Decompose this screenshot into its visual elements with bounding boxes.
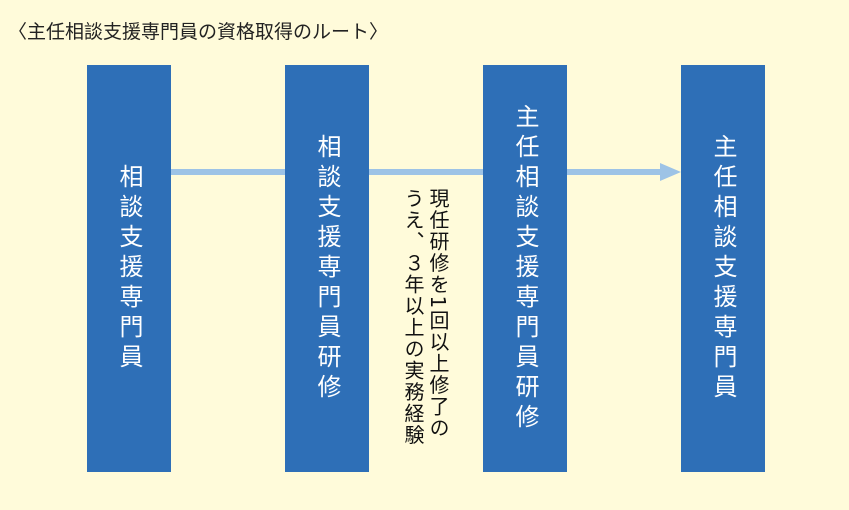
step-label: 主任相談支援専門員 <box>709 133 737 404</box>
step-box-1: 相談支援専門員 <box>87 65 171 472</box>
step-label: 相談支援専門員 <box>115 163 143 374</box>
step-box-3: 主任相談支援専門員研修 <box>483 65 567 472</box>
arrow-head-icon <box>660 163 681 181</box>
step-label: 主任相談支援専門員研修 <box>511 103 539 434</box>
note-line-1: 現任研修を1回以上修了の <box>426 188 450 439</box>
flow-arrow-line <box>170 169 665 175</box>
step-box-2: 相談支援専門員研修 <box>285 65 369 472</box>
diagram-title: 〈主任相談支援専門員の資格取得のルート〉 <box>8 21 389 43</box>
note-line-2: うえ、３年以上の実務経験 <box>401 188 425 446</box>
requirement-note: 現任研修を1回以上修了のうえ、３年以上の実務経験 <box>400 188 450 446</box>
step-label: 相談支援専門員研修 <box>313 133 341 404</box>
step-box-4: 主任相談支援専門員 <box>681 65 765 472</box>
